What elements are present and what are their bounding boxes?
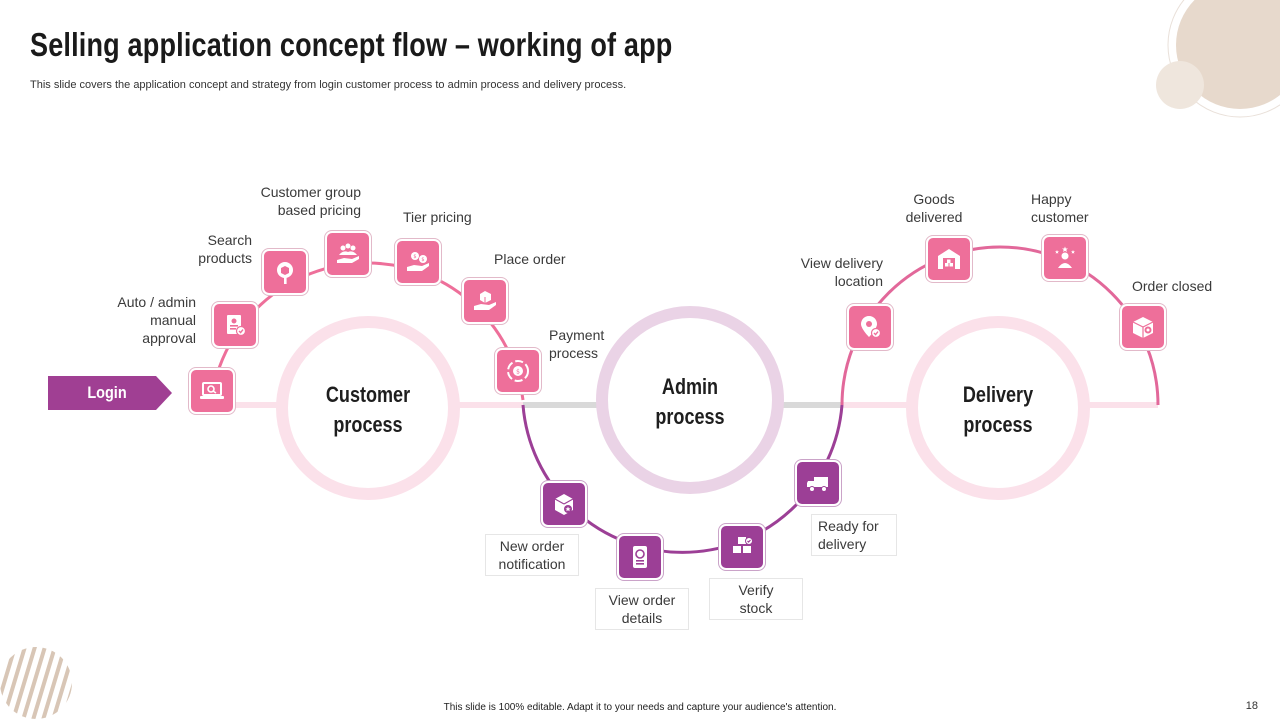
verify-stock-line2: stock bbox=[739, 600, 773, 616]
view-location-line2: location bbox=[834, 273, 883, 289]
footer-note: This slide is 100% editable. Adapt it to… bbox=[443, 702, 837, 713]
svg-text:$: $ bbox=[413, 254, 416, 260]
customer-line2: process bbox=[333, 412, 403, 437]
auto-admin-label: Auto / admin manual approval bbox=[100, 293, 196, 347]
group-pricing-line1: Customer group bbox=[260, 184, 361, 200]
group-pricing-label: Customer group based pricing bbox=[236, 183, 361, 219]
view-location-label: View delivery location bbox=[776, 254, 883, 290]
verify-stock-label: Verify stock bbox=[709, 578, 803, 620]
view-location-line1: View delivery bbox=[800, 255, 883, 271]
new-order-line1: New order bbox=[499, 538, 565, 554]
search-products-line1: Search bbox=[207, 232, 252, 248]
box-hand-icon bbox=[462, 278, 508, 324]
search-products-line2: products bbox=[198, 250, 252, 266]
auto-admin-line1: Auto / admin bbox=[117, 294, 196, 310]
customer-process-title: Customer process bbox=[294, 380, 442, 440]
ready-delivery-label: Ready for delivery bbox=[811, 514, 897, 556]
login-arrow bbox=[48, 376, 172, 410]
person-star-icon bbox=[1042, 235, 1088, 281]
order-closed-label: Order closed bbox=[1132, 278, 1213, 294]
goods-delivered-line2: delivered bbox=[905, 209, 963, 225]
stacked-boxes-icon bbox=[719, 524, 765, 570]
new-order-line2: notification bbox=[498, 556, 566, 572]
svg-text:$: $ bbox=[421, 257, 424, 263]
magnifier-box-icon bbox=[262, 249, 308, 295]
payment-label: Payment process bbox=[549, 326, 604, 362]
view-order-line1: View order bbox=[608, 592, 676, 608]
admin-line2: process bbox=[655, 404, 725, 429]
view-order-line2: details bbox=[621, 610, 663, 626]
page-subtitle: This slide covers the application concep… bbox=[30, 79, 627, 91]
document-check-icon bbox=[212, 302, 258, 348]
payment-line1: Payment bbox=[549, 327, 605, 343]
admin-line1: Admin bbox=[661, 374, 719, 399]
group-pricing-line2: based pricing bbox=[277, 202, 361, 218]
goods-delivered-label: Goods delivered bbox=[894, 190, 974, 226]
verify-stock-line1: Verify bbox=[738, 582, 774, 598]
laptop-search-icon bbox=[189, 368, 235, 414]
happy-customer-line1: Happy bbox=[1031, 191, 1072, 207]
login-label: Login bbox=[87, 383, 127, 402]
new-order-label: New order notification bbox=[485, 534, 579, 576]
coins-hand-icon: $$ bbox=[395, 239, 441, 285]
payment-line2: process bbox=[549, 345, 599, 361]
delivery-line2: process bbox=[963, 412, 1033, 437]
place-order-label: Place order bbox=[494, 251, 566, 267]
tier-pricing-label: Tier pricing bbox=[403, 209, 472, 225]
group-hand-icon bbox=[325, 231, 371, 277]
ready-delivery-line1: Ready for bbox=[818, 518, 879, 534]
page-title: Selling application concept flow – worki… bbox=[30, 26, 673, 63]
auto-admin-line2: manual bbox=[150, 312, 196, 328]
customer-process-ring bbox=[276, 316, 460, 500]
delivery-line1: Delivery bbox=[962, 382, 1034, 407]
goods-delivered-line1: Goods bbox=[913, 191, 955, 207]
svg-text:$: $ bbox=[516, 369, 520, 376]
phone-details-icon bbox=[617, 534, 663, 580]
truck-icon bbox=[795, 460, 841, 506]
admin-process-ring bbox=[596, 306, 784, 494]
delivery-process-ring bbox=[906, 316, 1090, 500]
happy-customer-label: Happy customer bbox=[1031, 190, 1089, 226]
page-number: 18 bbox=[1245, 700, 1258, 712]
box-star-icon bbox=[541, 481, 587, 527]
admin-process-title: Admin process bbox=[616, 372, 764, 432]
location-pin-icon bbox=[847, 304, 893, 350]
money-cycle-icon: $ bbox=[495, 348, 541, 394]
view-order-label: View order details bbox=[595, 588, 689, 630]
customer-line1: Customer bbox=[325, 382, 411, 407]
ready-delivery-line2: delivery bbox=[818, 536, 867, 552]
auto-admin-line3: approval bbox=[142, 330, 196, 346]
search-products-label: Search products bbox=[172, 231, 252, 267]
happy-customer-line2: customer bbox=[1031, 209, 1089, 225]
delivery-process-title: Delivery process bbox=[924, 380, 1072, 440]
closed-box-icon bbox=[1120, 304, 1166, 350]
warehouse-icon bbox=[926, 236, 972, 282]
